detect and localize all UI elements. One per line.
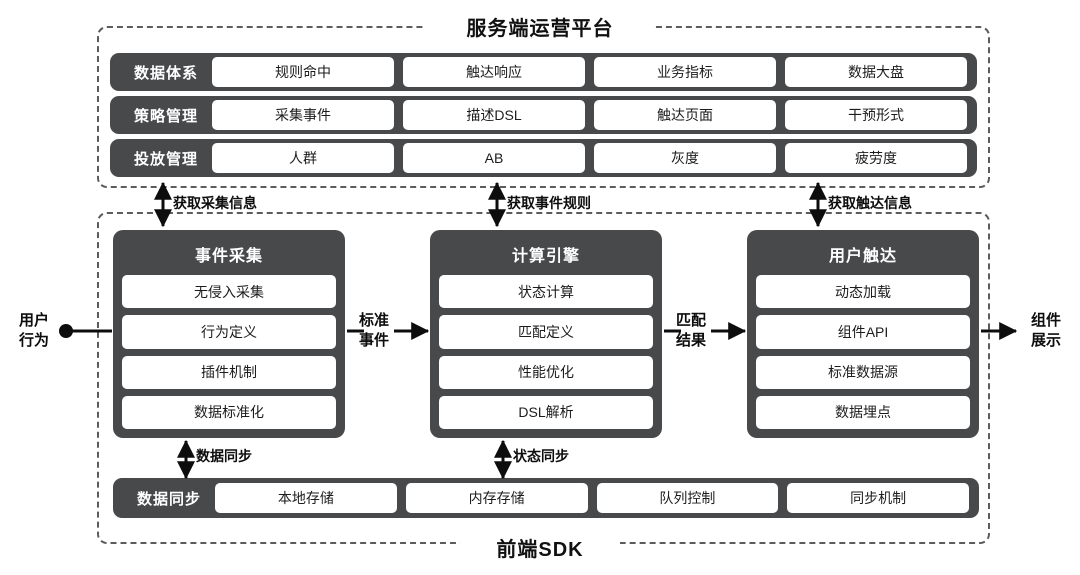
data-sync-row-label: 数据同步	[136, 490, 201, 508]
label-match-results-line2: 结果	[675, 332, 706, 349]
server-row-1-label: 策略管理	[133, 107, 198, 125]
server-cell[interactable]: 触达响应	[403, 57, 585, 87]
module-item[interactable]: 数据埋点	[756, 395, 970, 429]
label-component-display: 组件 展示	[1022, 311, 1070, 351]
server-cell[interactable]: 数据大盘	[785, 57, 967, 87]
module-title: 事件采集	[194, 248, 263, 265]
server-cell[interactable]: 描述DSL	[403, 100, 585, 130]
module-items: 状态计算 匹配定义 性能优化 DSL解析	[439, 275, 653, 429]
server-cell[interactable]: 触达页面	[594, 100, 776, 130]
server-cell[interactable]: 采集事件	[212, 100, 394, 130]
sync-cell[interactable]: 内存存储	[405, 483, 588, 513]
module-item[interactable]: 动态加载	[756, 275, 970, 309]
label-standard-events-line2: 事件	[358, 332, 389, 349]
module-event-collection: 事件采集 无侵入采集 行为定义 插件机制 数据标准化	[113, 230, 345, 438]
server-row-2-label: 投放管理	[133, 150, 198, 168]
server-cell[interactable]: 业务指标	[594, 57, 776, 87]
module-item[interactable]: 性能优化	[439, 355, 653, 389]
server-cell[interactable]: 规则命中	[212, 57, 394, 87]
module-compute-engine: 计算引擎 状态计算 匹配定义 性能优化 DSL解析	[430, 230, 662, 438]
module-item[interactable]: 匹配定义	[439, 315, 653, 349]
label-user-behavior: 用户 行为	[10, 311, 58, 351]
label-state-sync: 状态同步	[513, 448, 569, 464]
label-get-collection-info: 获取采集信息	[173, 195, 257, 211]
server-row-1-cells: 采集事件 描述DSL 触达页面 干预形式	[212, 100, 967, 130]
module-item[interactable]: 插件机制	[122, 355, 336, 389]
label-match-results-line1: 匹配	[675, 312, 706, 329]
label-get-reach-info: 获取触达信息	[828, 195, 912, 211]
module-user-reach: 用户触达 动态加载 组件API 标准数据源 数据埋点	[747, 230, 979, 438]
server-row-0-cells: 规则命中 触达响应 业务指标 数据大盘	[212, 57, 967, 87]
label-user-behavior-line1: 用户	[18, 312, 49, 329]
server-cell[interactable]: 干预形式	[785, 100, 967, 130]
module-item[interactable]: 状态计算	[439, 275, 653, 309]
server-row-1: 策略管理 采集事件 描述DSL 触达页面 干预形式	[110, 96, 977, 134]
module-item[interactable]: DSL解析	[439, 395, 653, 429]
label-get-event-rules: 获取事件规则	[507, 195, 591, 211]
module-item[interactable]: 标准数据源	[756, 355, 970, 389]
sync-cell[interactable]: 同步机制	[787, 483, 969, 513]
sdk-panel-title: 前端SDK	[460, 533, 620, 562]
server-row-0-label: 数据体系	[133, 64, 198, 82]
module-title: 计算引擎	[511, 248, 580, 265]
label-match-results: 匹配 结果	[669, 311, 713, 351]
server-cell[interactable]: 疲劳度	[785, 143, 967, 173]
label-component-display-line2: 展示	[1030, 332, 1061, 349]
sync-cell[interactable]: 队列控制	[596, 483, 779, 513]
server-cell[interactable]: 人群	[212, 143, 394, 173]
server-cell[interactable]: AB	[403, 143, 585, 173]
server-platform-title: 服务端运营平台	[425, 12, 655, 41]
label-user-behavior-line2: 行为	[18, 332, 49, 349]
module-items: 无侵入采集 行为定义 插件机制 数据标准化	[122, 275, 336, 429]
sync-cell[interactable]: 本地存储	[215, 483, 397, 513]
module-item[interactable]: 组件API	[756, 315, 970, 349]
label-standard-events: 标准 事件	[352, 311, 396, 351]
data-sync-row: 数据同步 本地存储 内存存储 队列控制 同步机制	[113, 478, 979, 518]
data-sync-row-cells: 本地存储 内存存储 队列控制 同步机制	[215, 483, 969, 513]
server-row-2: 投放管理 人群 AB 灰度 疲劳度	[110, 139, 977, 177]
module-title: 用户触达	[828, 248, 897, 265]
server-cell[interactable]: 灰度	[594, 143, 776, 173]
server-row-0: 数据体系 规则命中 触达响应 业务指标 数据大盘	[110, 53, 977, 91]
label-component-display-line1: 组件	[1030, 312, 1061, 329]
module-item[interactable]: 数据标准化	[122, 395, 336, 429]
module-item[interactable]: 无侵入采集	[122, 275, 336, 309]
module-items: 动态加载 组件API 标准数据源 数据埋点	[756, 275, 970, 429]
server-row-2-cells: 人群 AB 灰度 疲劳度	[212, 143, 967, 173]
module-item[interactable]: 行为定义	[122, 315, 336, 349]
label-standard-events-line1: 标准	[358, 312, 389, 329]
label-data-sync: 数据同步	[196, 448, 252, 464]
